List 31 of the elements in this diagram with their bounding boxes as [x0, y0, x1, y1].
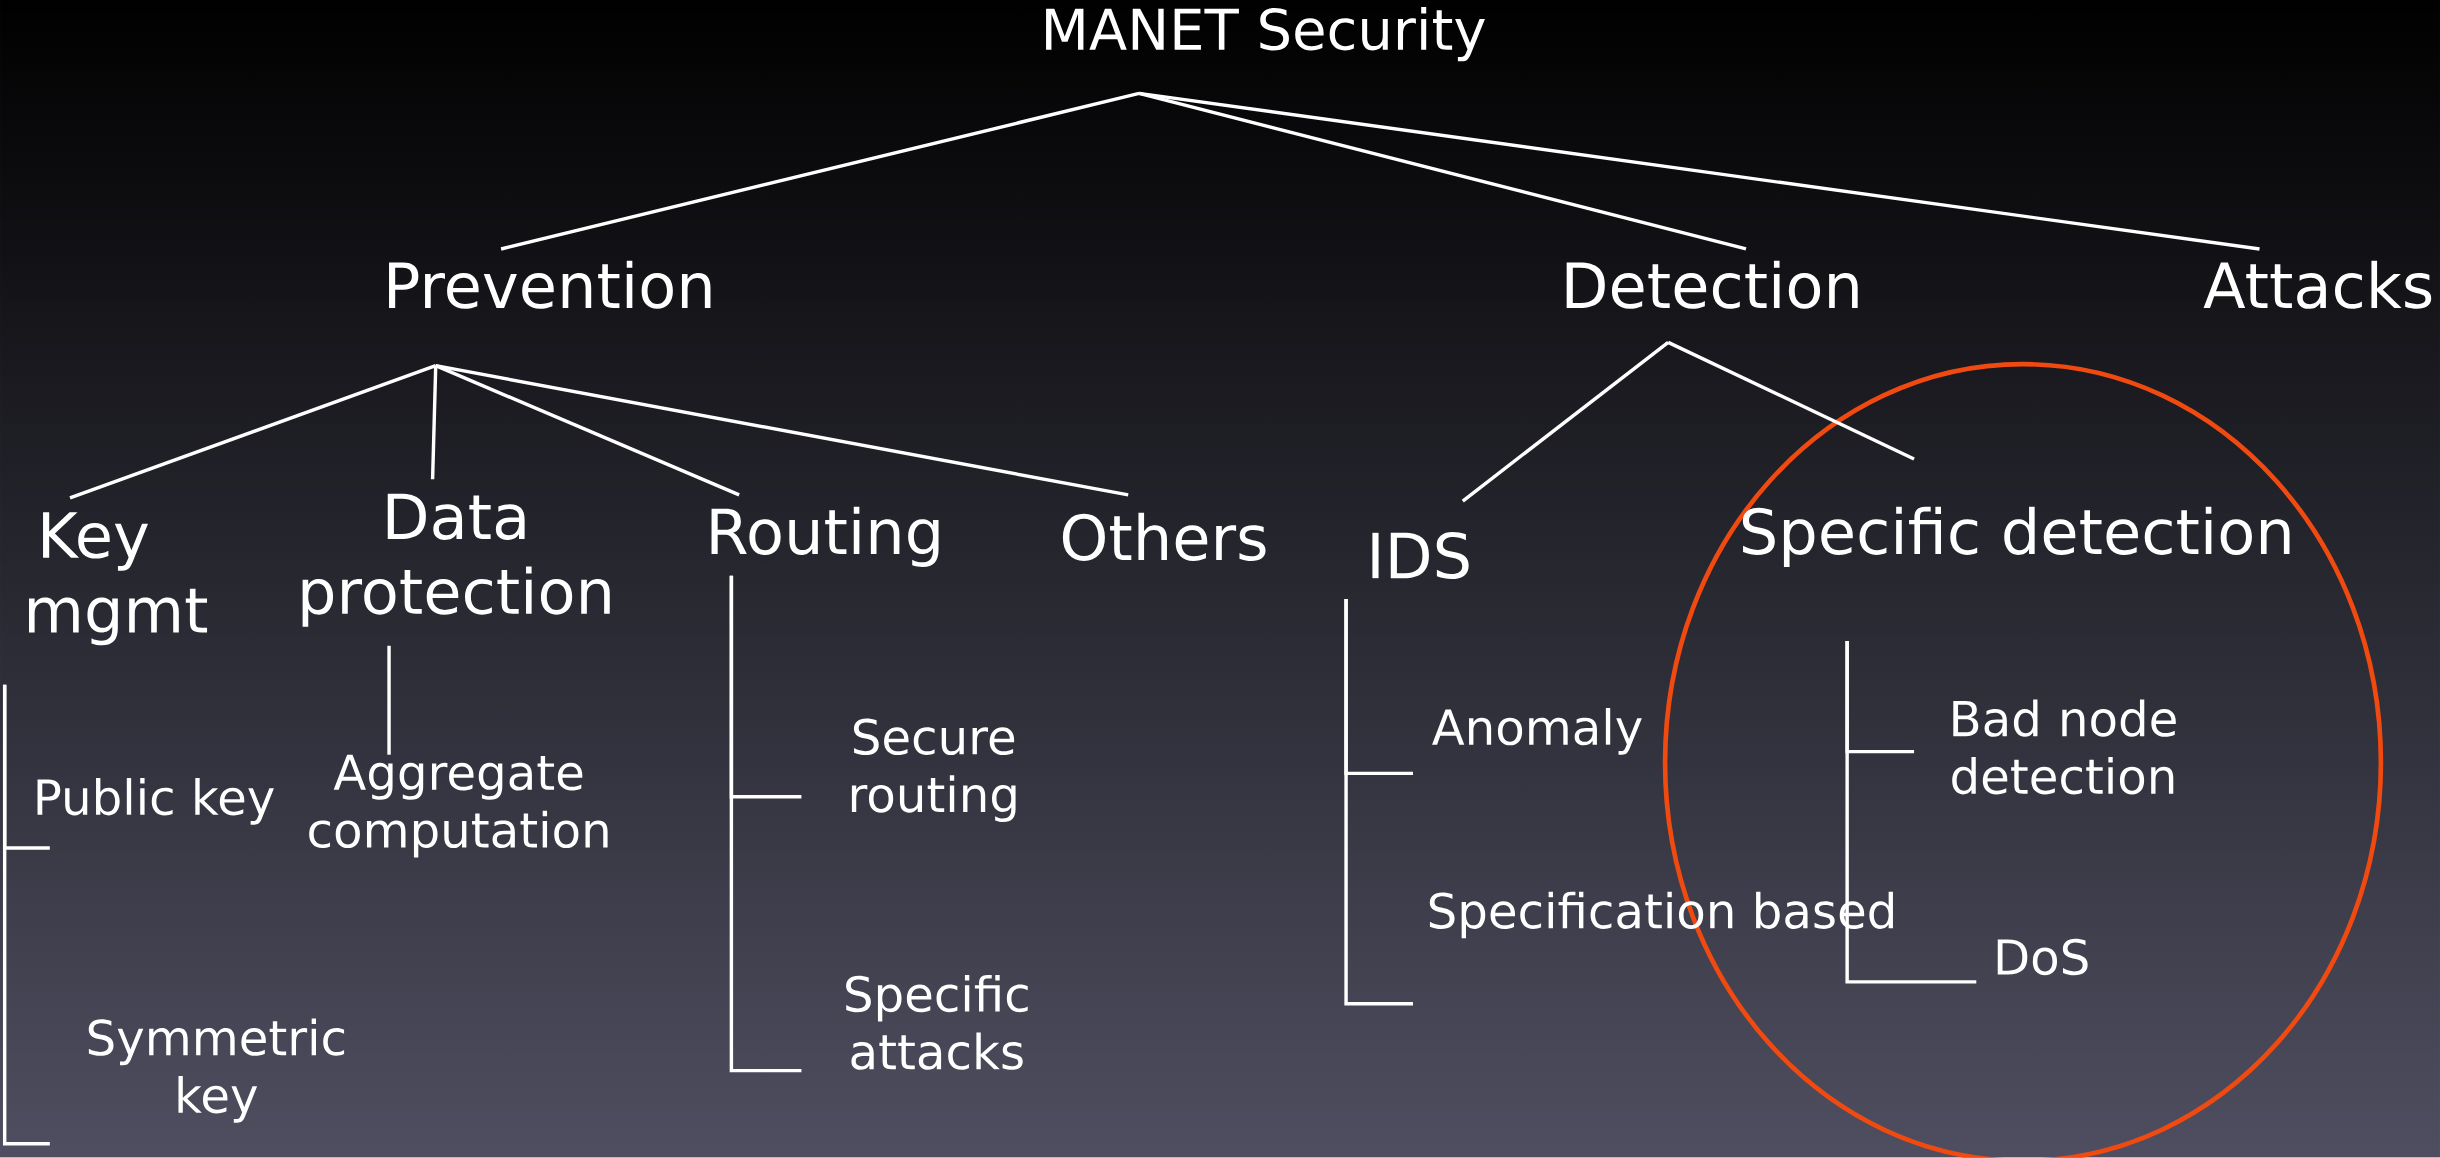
node-label: Specific attacks	[846, 975, 1028, 1070]
connector-line	[1138, 91, 2260, 251]
node-label: Secure routing	[851, 718, 1016, 823]
node-label: Specific detection	[1742, 506, 2290, 568]
connector-line	[500, 91, 1140, 251]
node-label: DoS	[1997, 938, 2088, 976]
connector-line	[435, 364, 740, 497]
node-label: Symmetric key	[88, 1018, 345, 1123]
connector-line	[1667, 340, 1915, 461]
node-label: Aggregate computation	[309, 754, 608, 858]
node-label: Prevention	[389, 260, 711, 309]
node-label: Bad node detection	[1952, 699, 2176, 795]
connector-line	[1461, 341, 1670, 503]
connector-line	[729, 575, 802, 1073]
connector-line	[69, 364, 437, 500]
node-label: Key mgmt	[29, 512, 208, 646]
node-label: Anomaly	[1432, 708, 1642, 755]
node-label: Data protection	[302, 493, 610, 627]
node-label: Others	[1062, 512, 1266, 562]
node-label: Public key	[37, 778, 274, 825]
connector-line	[435, 364, 1129, 497]
connector-line	[1845, 641, 1977, 984]
node-label: IDS	[1372, 532, 1469, 580]
connector-line	[430, 365, 438, 480]
node-label: Routing	[711, 506, 939, 568]
node-label: MANET Security	[1046, 7, 1485, 62]
node-label: Detection	[1566, 260, 1858, 309]
connector-line	[2, 684, 50, 1146]
connector-line	[387, 645, 391, 755]
connector-line	[1344, 599, 1413, 1006]
node-label: Attacks	[2203, 260, 2432, 309]
